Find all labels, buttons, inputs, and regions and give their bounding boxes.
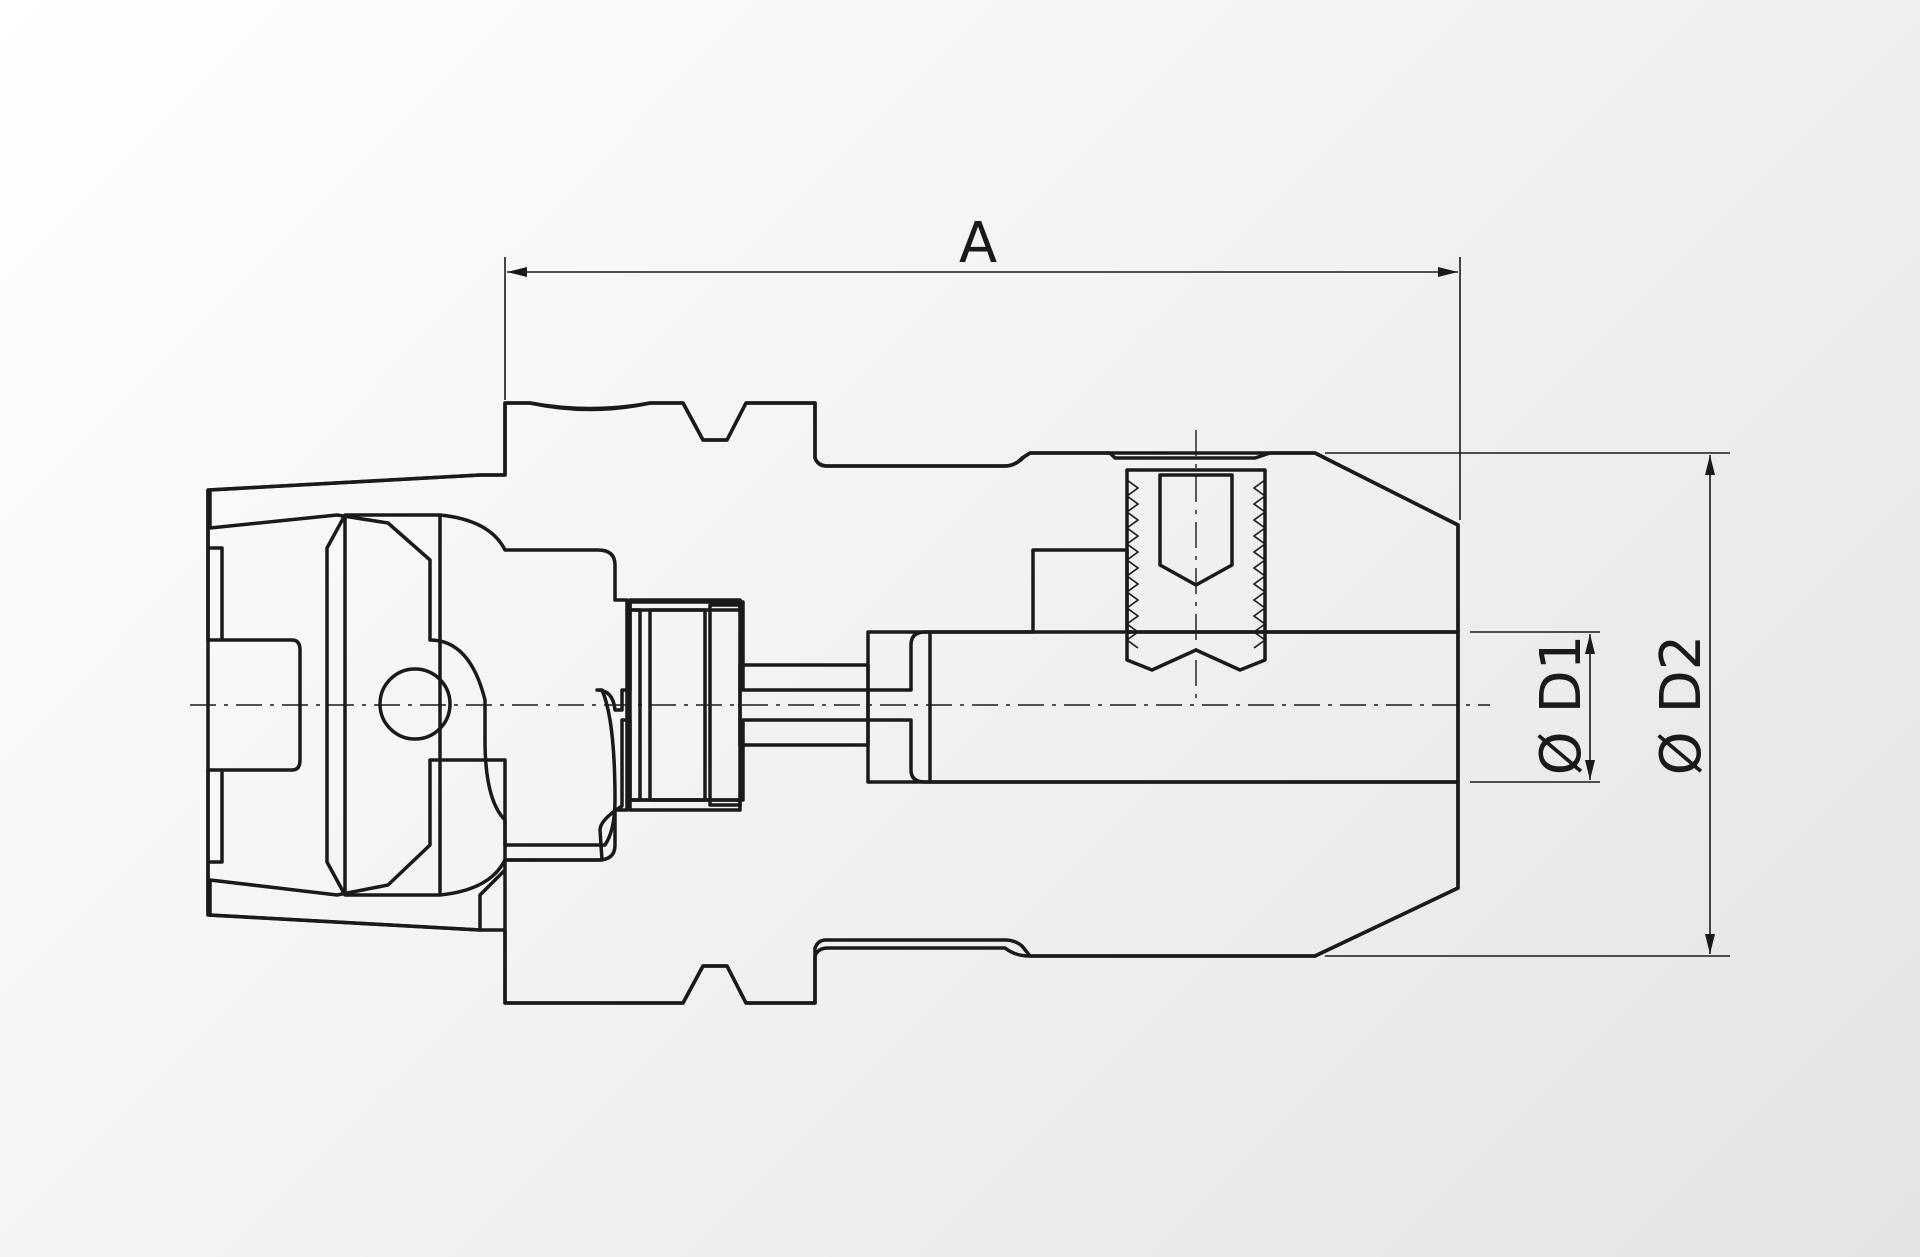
dimension-d2: Ø D2 (1325, 452, 1730, 957)
holder-outline (206, 401, 1460, 1005)
dimension-d1: Ø D1 (1470, 631, 1600, 783)
set-screw (1125, 468, 1267, 672)
collet-ring (648, 608, 707, 802)
thread-teeth-left (1125, 479, 1140, 649)
cross-hole (378, 667, 452, 741)
upper-section (208, 401, 1460, 847)
holder-section (208, 401, 1460, 1005)
centerlines (190, 430, 1490, 706)
collet-ring-2 (708, 603, 742, 807)
lower-section (208, 718, 1460, 1005)
clamping-cavity (325, 513, 742, 897)
outer-contour (206, 401, 1460, 1005)
label-d1: Ø D1 (1529, 635, 1594, 776)
thread-teeth-right (1252, 479, 1267, 649)
collet-step (625, 608, 642, 802)
screw-hex (1158, 473, 1234, 587)
label-a: A (959, 211, 997, 276)
dimension-a: A (504, 211, 1461, 520)
label-d2: Ø D2 (1649, 635, 1714, 776)
tool-bore (866, 630, 1460, 784)
thread-zone (1125, 468, 1267, 672)
drive-slot (208, 546, 224, 864)
